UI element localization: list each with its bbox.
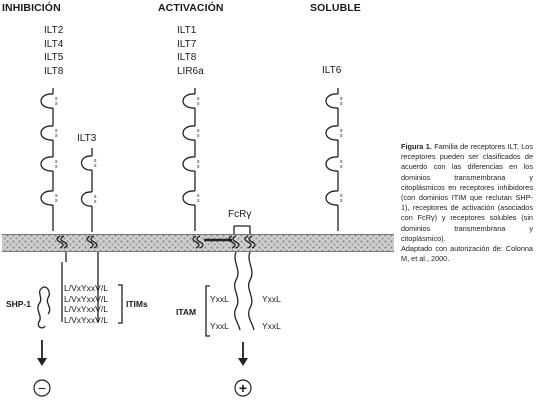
svg-text:s: s — [55, 164, 58, 170]
caption-figure-number: Figura 1. — [401, 142, 432, 151]
receptor-label: ILT8 — [44, 65, 64, 77]
svg-text:s: s — [55, 128, 58, 134]
yxxl-motif: YxxL — [210, 321, 229, 331]
caption-body: Familia de receptores ILT. Los receptore… — [401, 142, 533, 243]
figure-caption: Figura 1. Familia de receptores ILT. Los… — [401, 142, 533, 264]
inhibition-receptor-list: ILT2 ILT4 ILT5 ILT8 — [44, 24, 63, 78]
svg-text:s: s — [197, 159, 200, 165]
itims-bracket — [118, 284, 123, 324]
svg-text:s: s — [197, 128, 200, 134]
negative-signal-circle — [33, 379, 51, 397]
svg-text:s: s — [94, 158, 97, 164]
caption-adapted: Adaptado con autorización de: Colonna M,… — [401, 244, 533, 264]
positive-signal-symbol: + — [238, 380, 248, 396]
itam-label: ITAM — [176, 307, 197, 317]
shp1-label: SHP-1 — [6, 299, 32, 309]
receptor-label: ILT7 — [177, 38, 197, 50]
yxxl-motif: YxxL — [210, 294, 229, 304]
activation-receptor-group — [182, 88, 232, 249]
svg-text:s: s — [340, 193, 343, 199]
itim-sequence: L/VxYxxV/L — [64, 314, 108, 325]
svg-text:s: s — [55, 159, 58, 165]
svg-text:s: s — [197, 96, 200, 102]
shp1-shape — [37, 286, 51, 329]
header-inhibition: INHIBICIÓN — [2, 2, 61, 14]
header-activation: ACTIVACIÓN — [158, 2, 224, 14]
itim-sequence: L/VxYxxV/L — [64, 293, 108, 304]
svg-text:s: s — [55, 133, 58, 139]
svg-text:s: s — [94, 163, 97, 169]
yxxl-motif: YxxL — [262, 321, 281, 331]
svg-text:s: s — [197, 133, 200, 139]
svg-text:s: s — [340, 101, 343, 107]
itim-sequence: L/VxYxxV/L — [64, 304, 108, 314]
svg-text:s: s — [55, 101, 58, 107]
negative-signal-symbol: − — [37, 380, 47, 396]
svg-text:s: s — [197, 101, 200, 107]
receptor-label: LIR6a — [177, 65, 204, 77]
svg-text:s: s — [94, 199, 97, 205]
svg-text:s: s — [55, 193, 58, 199]
soluble-receptor-label: ILT6 — [322, 65, 342, 76]
itam-bracket — [205, 285, 210, 337]
svg-text:s: s — [55, 96, 58, 102]
receptor-label: ILT8 — [177, 52, 197, 63]
inhibitory-receptor-ilt3-group — [80, 148, 99, 322]
header-soluble: SOLUBLE — [310, 2, 361, 14]
positive-signal-circle — [234, 379, 252, 397]
svg-text:s: s — [197, 164, 200, 170]
svg-text:s: s — [94, 194, 97, 200]
svg-text:s: s — [340, 198, 343, 204]
fcr-gamma-dimer — [228, 225, 256, 331]
receptor-label: ILT1 — [177, 25, 197, 36]
svg-text:s: s — [55, 198, 58, 204]
itim-sequence-list: L/VxYxxV/L L/VxYxxV/L L/VxYxxV/L L/VxYxx… — [64, 283, 108, 325]
receptor-label: ILT4 — [44, 38, 64, 50]
receptor-label: ILT2 — [44, 25, 64, 36]
receptor-label: ILT5 — [44, 52, 64, 63]
svg-text:s: s — [340, 128, 343, 134]
fcr-gamma-label: FcRγ — [228, 209, 252, 220]
svg-text:s: s — [340, 133, 343, 139]
svg-text:s: s — [197, 198, 200, 204]
svg-text:s: s — [340, 159, 343, 165]
svg-text:s: s — [197, 193, 200, 199]
inhibitory-receptor-ilt2-group — [40, 88, 68, 322]
yxxl-motif: YxxL — [262, 294, 281, 304]
soluble-receptor-group — [325, 88, 339, 231]
itim-sequence: L/VxYxxV/L — [64, 283, 108, 293]
ilt3-label: ILT3 — [77, 133, 97, 144]
svg-text:s: s — [340, 96, 343, 102]
svg-text:s: s — [340, 164, 343, 170]
activation-receptor-list: ILT1 ILT7 ILT8 LIR6a — [177, 24, 204, 78]
itims-label: ITIMs — [126, 299, 148, 309]
